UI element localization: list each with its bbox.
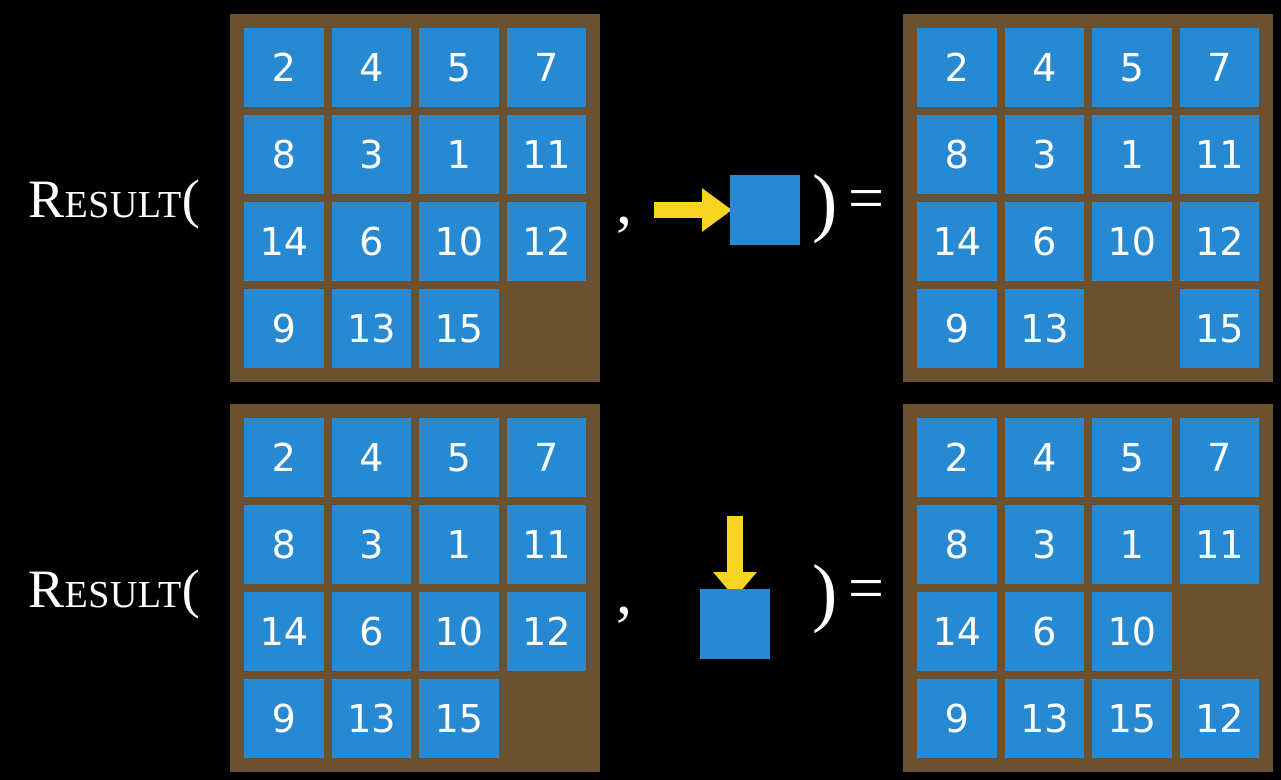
tile[interactable]: 10 (1092, 592, 1172, 671)
tile[interactable]: 7 (506, 28, 586, 107)
tile[interactable]: 4 (1004, 28, 1084, 107)
tile-empty-slot (507, 679, 587, 758)
tile[interactable]: 11 (506, 115, 586, 194)
result-function-label-top: Result( (28, 169, 201, 229)
input-board-top: 2 4 5 7 8 3 1 11 14 6 10 12 9 13 15 (230, 14, 600, 382)
tile[interactable]: 4 (331, 28, 411, 107)
tile[interactable]: 7 (1179, 418, 1259, 497)
tile[interactable]: 15 (1092, 679, 1172, 758)
tile[interactable]: 4 (1004, 418, 1084, 497)
tile-empty-slot (507, 289, 587, 368)
comma-separator-top: , (616, 166, 632, 237)
tile[interactable]: 8 (244, 505, 324, 584)
tile[interactable]: 14 (917, 202, 997, 281)
equals-sign-bottom: = (848, 552, 885, 623)
tile[interactable]: 2 (917, 28, 997, 107)
tile[interactable]: 5 (419, 418, 499, 497)
tile[interactable]: 10 (419, 592, 499, 671)
tile[interactable]: 9 (244, 679, 324, 758)
tile[interactable]: 9 (917, 679, 997, 758)
board-grid: 2 4 5 7 8 3 1 11 14 6 10 12 9 13 15 (244, 28, 586, 368)
board-grid: 2 4 5 7 8 3 1 11 14 6 10 12 9 13 15 (917, 28, 1259, 368)
tile[interactable]: 3 (331, 115, 411, 194)
tile[interactable]: 10 (1092, 202, 1172, 281)
tile[interactable]: 6 (1004, 202, 1084, 281)
tile[interactable]: 1 (1092, 115, 1172, 194)
tile[interactable]: 1 (419, 115, 499, 194)
comma-separator-bottom: , (616, 556, 632, 627)
tile[interactable]: 2 (244, 28, 324, 107)
tile[interactable]: 12 (1179, 202, 1259, 281)
tile[interactable]: 15 (1179, 289, 1259, 368)
tile[interactable]: 5 (1092, 28, 1172, 107)
tile[interactable]: 15 (419, 679, 499, 758)
tile[interactable]: 11 (1179, 115, 1259, 194)
close-paren-top: ) (812, 160, 838, 244)
tile[interactable]: 9 (917, 289, 997, 368)
tile[interactable]: 14 (917, 592, 997, 671)
input-board-bottom: 2 4 5 7 8 3 1 11 14 6 10 12 9 13 15 (230, 404, 600, 772)
board-grid: 2 4 5 7 8 3 1 11 14 6 10 12 9 13 15 (244, 418, 586, 758)
tile[interactable]: 9 (244, 289, 324, 368)
tile[interactable]: 13 (1004, 289, 1084, 368)
tile[interactable]: 3 (1004, 505, 1084, 584)
output-board-top: 2 4 5 7 8 3 1 11 14 6 10 12 9 13 15 (903, 14, 1273, 382)
tile[interactable]: 8 (244, 115, 324, 194)
tile-empty-slot (1180, 592, 1260, 671)
tile[interactable]: 10 (419, 202, 499, 281)
board-grid: 2 4 5 7 8 3 1 11 14 6 10 9 13 15 12 (917, 418, 1259, 758)
operand-tile-bottom[interactable] (700, 589, 770, 659)
tile[interactable]: 1 (419, 505, 499, 584)
close-paren-bottom: ) (812, 550, 838, 634)
tile[interactable]: 8 (917, 115, 997, 194)
tile[interactable]: 14 (244, 202, 324, 281)
result-function-label-bottom: Result( (28, 559, 201, 619)
arrow-right-icon (654, 188, 732, 232)
tile[interactable]: 7 (1179, 28, 1259, 107)
tile[interactable]: 5 (1092, 418, 1172, 497)
tile[interactable]: 15 (419, 289, 499, 368)
tile[interactable]: 3 (1004, 115, 1084, 194)
tile[interactable]: 2 (917, 418, 997, 497)
tile[interactable]: 6 (331, 592, 411, 671)
tile[interactable]: 13 (331, 679, 411, 758)
tile[interactable]: 8 (917, 505, 997, 584)
tile[interactable]: 6 (1004, 592, 1084, 671)
operand-tile-top[interactable] (730, 175, 800, 245)
tile[interactable]: 11 (1179, 505, 1259, 584)
output-board-bottom: 2 4 5 7 8 3 1 11 14 6 10 9 13 15 12 (903, 404, 1273, 772)
tile[interactable]: 3 (331, 505, 411, 584)
tile[interactable]: 7 (506, 418, 586, 497)
tile[interactable]: 12 (506, 202, 586, 281)
tile[interactable]: 5 (419, 28, 499, 107)
tile[interactable]: 1 (1092, 505, 1172, 584)
tile-empty-slot (1092, 289, 1172, 368)
tile[interactable]: 2 (244, 418, 324, 497)
arrow-down-icon (713, 516, 757, 598)
tile[interactable]: 11 (506, 505, 586, 584)
tile[interactable]: 12 (506, 592, 586, 671)
equals-sign-top: = (848, 162, 885, 233)
tile[interactable]: 14 (244, 592, 324, 671)
tile[interactable]: 13 (331, 289, 411, 368)
tile[interactable]: 13 (1004, 679, 1084, 758)
tile[interactable]: 4 (331, 418, 411, 497)
tile[interactable]: 12 (1179, 679, 1259, 758)
tile[interactable]: 6 (331, 202, 411, 281)
